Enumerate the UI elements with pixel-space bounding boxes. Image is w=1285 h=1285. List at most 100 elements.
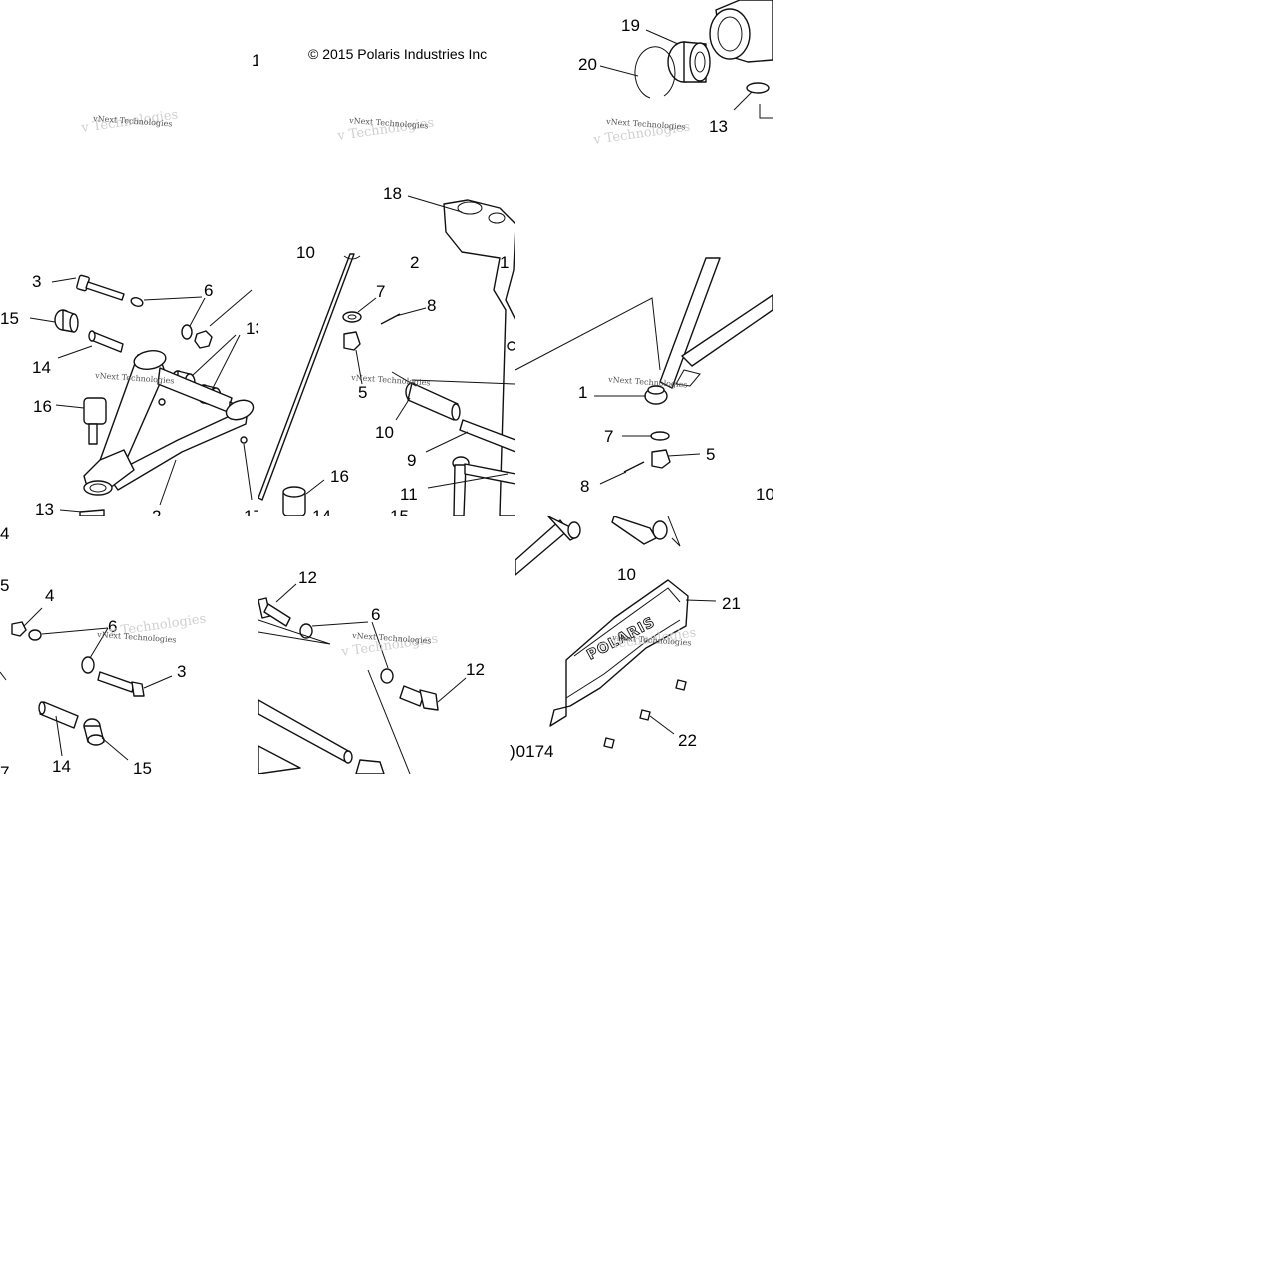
callout-6: 6	[204, 281, 213, 300]
tube-part	[459, 419, 515, 453]
rod-part	[258, 253, 355, 501]
callout-10: 10	[617, 565, 636, 584]
bolt-part	[97, 671, 145, 697]
callout-15: 15	[390, 507, 409, 526]
tube-end	[567, 521, 581, 539]
bushing-part	[54, 309, 79, 333]
arm-fragment	[258, 619, 331, 645]
circlip-part	[634, 46, 676, 99]
frame-member	[681, 294, 773, 367]
callout-4: 4	[45, 586, 54, 605]
callout-10: 10	[296, 243, 315, 262]
washer-part	[746, 82, 770, 94]
tile-hub-right: 19 20 13 1 7 5 8 10	[515, 0, 775, 504]
sleeve-end	[652, 520, 668, 540]
ball-joint-part	[83, 397, 107, 445]
callout-7: 7	[376, 282, 385, 301]
nut-part	[194, 330, 213, 349]
a-arm-part	[83, 350, 255, 496]
frame-bracket	[675, 369, 701, 387]
washer-part	[181, 324, 193, 340]
diagram-id: )0174	[510, 742, 553, 761]
sleeve-fragment	[611, 516, 657, 545]
arm-fragment	[258, 745, 301, 774]
screw-part	[639, 709, 651, 721]
sleeve-end	[88, 330, 96, 342]
knuckle-part	[443, 199, 515, 516]
bolt-part	[76, 274, 125, 301]
callout-21: 21	[722, 594, 741, 613]
part-edge	[667, 516, 681, 547]
callout-5: 5	[0, 576, 9, 595]
sleeve-part	[39, 701, 79, 729]
ball-joint-part	[644, 385, 668, 405]
sleeve-end	[38, 701, 46, 715]
arm-fragment	[355, 759, 385, 774]
screw-part	[675, 679, 687, 691]
callout-22: 22	[678, 731, 697, 750]
callout-4: 4	[0, 524, 9, 543]
castle-nut-part	[343, 331, 361, 351]
castle-nut-part	[651, 449, 671, 469]
callout-6: 6	[371, 605, 380, 624]
nut-part	[11, 621, 27, 637]
pivot-part	[452, 456, 515, 516]
callout-14: 14	[312, 507, 331, 526]
tile-skid-plate: POLARIS 10 21 22	[515, 516, 741, 750]
callout-5: 5	[358, 383, 367, 402]
tile-a-arm-left: 1 3 6 15 14 13 16 13 2 17	[0, 51, 265, 526]
sleeve-part	[405, 382, 461, 421]
bracket-fragment	[759, 104, 773, 119]
arm-end	[343, 750, 353, 764]
callout-12: 12	[298, 568, 317, 587]
washer-part	[28, 629, 42, 641]
callout-10: 10	[756, 485, 775, 504]
callout-8: 8	[580, 477, 589, 496]
callout-2: 2	[410, 253, 419, 272]
callout-13: 13	[709, 117, 728, 136]
bolt-part	[399, 685, 439, 711]
frame-member	[659, 257, 721, 389]
bearing-part	[667, 41, 711, 83]
grease-fitting	[240, 436, 248, 444]
washer-part	[342, 311, 362, 323]
callout-15: 15	[133, 759, 152, 778]
callout-5: 5	[706, 445, 715, 464]
bushing-part	[83, 718, 105, 746]
washer-part	[650, 431, 670, 441]
tile-lower-center: 12 6 12	[258, 568, 485, 774]
callout-16: 16	[330, 467, 349, 486]
grease-fitting	[507, 341, 515, 351]
callout-20: 20	[578, 55, 597, 74]
callout-17: 17	[244, 507, 263, 526]
copyright-text: © 2015 Polaris Industries Inc	[308, 46, 487, 62]
callout-7: 7	[0, 763, 9, 782]
washer-hole	[347, 314, 357, 320]
callout-1: 1	[578, 383, 587, 402]
hub-part	[709, 0, 773, 63]
bolt-part	[258, 597, 291, 627]
part-edge	[0, 671, 7, 681]
screw-part	[603, 737, 615, 749]
cotter-pin-part	[623, 461, 645, 473]
tile-center-spindle: 18 2 7 8 5 10 9 16 11 14 15 1 10	[258, 184, 554, 526]
circlip-part	[79, 509, 105, 516]
skid-plate-part: POLARIS	[549, 579, 689, 727]
callout-3: 3	[177, 662, 186, 681]
callout-7: 7	[604, 427, 613, 446]
ring-fragment	[343, 255, 361, 260]
callout-6: 6	[108, 617, 117, 636]
tile-lower-left: 5 4 6 3 14 15 7	[0, 576, 186, 782]
callout-3: 3	[32, 272, 41, 291]
callout-14: 14	[52, 757, 71, 776]
callout-19: 19	[621, 16, 640, 35]
callout-1: 1	[252, 51, 261, 70]
washer-part	[81, 656, 95, 674]
callout-13: 13	[246, 319, 265, 338]
sleeve-part	[90, 331, 124, 353]
callout-15: 15	[0, 309, 19, 328]
callout-13: 13	[35, 500, 54, 519]
bolt-head-part	[540, 258, 554, 276]
